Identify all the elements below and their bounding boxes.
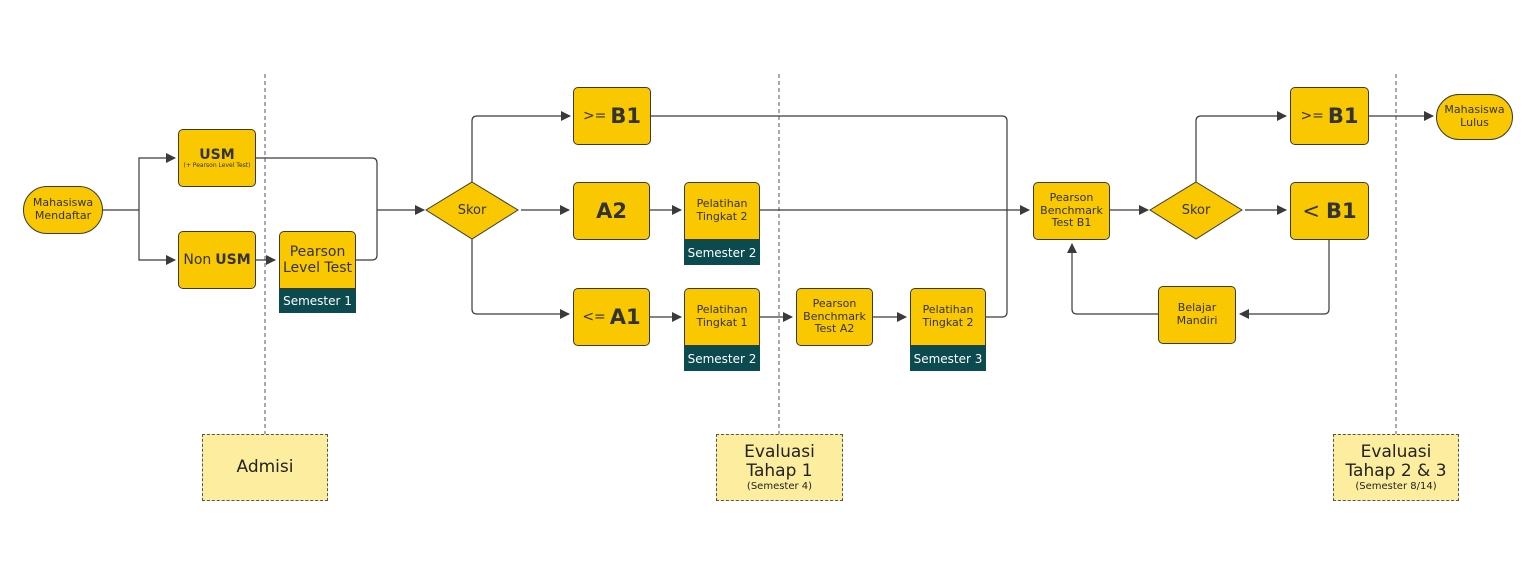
node-non-usm: Non USM [178, 231, 256, 289]
label-op: <= [582, 308, 606, 325]
edge-belajar-pbtb1 [1067, 243, 1158, 315]
label-line: Benchmark [803, 309, 866, 323]
label-level: A1 [609, 304, 641, 329]
label-line: Pelatihan [696, 303, 748, 317]
label-line: Pearson [812, 297, 857, 311]
node-pelatihan-tingkat-2-b: Pelatihan Tingkat 2 [910, 288, 986, 346]
label-line: Pearson [1049, 191, 1094, 205]
label-level: B1 [1327, 103, 1359, 128]
node-lt-b1: < B1 [1290, 182, 1369, 240]
label-line: Belajar [1177, 301, 1217, 315]
label-line: Tingkat 2 [922, 316, 974, 329]
node-usm: USM (+ Pearson Level Test) [178, 129, 256, 187]
edge-pt2b-pbtb1 [986, 210, 1008, 318]
label-op: >= [582, 107, 607, 124]
label-level: B1 [1325, 198, 1357, 223]
label-line: Test A2 [814, 322, 855, 336]
stage-title: Evaluasi [1360, 442, 1432, 463]
semester-badge-3: Semester 3 [910, 346, 986, 371]
label-line: Level Test [283, 260, 352, 276]
label-line: Test B1 [1051, 216, 1092, 230]
label-skor-1: Skor [457, 202, 487, 218]
label-line: Tingkat 2 [696, 210, 748, 223]
edge-skor2-ge2 [1195, 111, 1287, 182]
stage-subtitle: (Semester 4) [746, 480, 813, 492]
edge-usm-merge [256, 157, 378, 210]
edge-plt-merge [356, 210, 378, 261]
edge-split-usm [138, 153, 176, 210]
label-line: Pearson [289, 243, 346, 260]
skor-decision-1 [425, 181, 519, 240]
node-belajar-mandiri: Belajar Mandiri [1158, 286, 1236, 344]
node-pearson-level-test: Pearson Level Test [279, 231, 356, 289]
label-op: >= [1300, 107, 1324, 124]
label-line: Mendaftar [34, 209, 92, 222]
node-mahasiswa-lulus: Mahasiswa Lulus [1436, 94, 1513, 140]
edge-skor1-le [471, 239, 570, 319]
label-level: A2 [596, 198, 627, 223]
label-non: Non [183, 251, 212, 268]
label-line: Benchmark [1040, 203, 1103, 217]
stage-evaluasi-tahap-1: Evaluasi Tahap 1 (Semester 4) [716, 434, 843, 501]
label-level: B1 [610, 103, 642, 128]
stage-admisi: Admisi [202, 434, 328, 501]
edge-skor1-ge [471, 111, 571, 182]
node-mahasiswa-mendaftar: Mahasiswa Mendaftar [23, 186, 103, 234]
stage-evaluasi-tahap-2-3: Evaluasi Tahap 2 & 3 (Semester 8/14) [1333, 434, 1459, 501]
semester-badge-1: Semester 1 [279, 289, 356, 313]
label-line: Pelatihan [696, 197, 748, 211]
stage-title: Evaluasi [744, 442, 815, 463]
semester-badge-2a: Semester 2 [684, 240, 760, 265]
label-line: Mahasiswa [32, 196, 94, 210]
label-non-usm: USM [215, 251, 251, 268]
node-ge-b1: >= B1 [573, 87, 651, 145]
label-usm: USM [199, 146, 235, 163]
edge-ge-pbtb1 [651, 115, 1008, 210]
node-a2: A2 [573, 182, 650, 240]
node-pearson-benchmark-b1: Pearson Benchmark Test B1 [1033, 182, 1110, 240]
edge-lt-belajar [1239, 240, 1330, 319]
node-le-a1: <= A1 [573, 288, 650, 346]
label-usm-sub: (+ Pearson Level Test) [183, 161, 251, 169]
label-op: < [1302, 198, 1320, 223]
node-pelatihan-tingkat-2-a: Pelatihan Tingkat 2 [684, 182, 760, 240]
semester-badge-2b: Semester 2 [684, 346, 760, 371]
node-pearson-benchmark-a2: Pearson Benchmark Test A2 [796, 288, 873, 346]
node-pelatihan-tingkat-1: Pelatihan Tingkat 1 [684, 288, 760, 346]
stage-title: Tahap 1 [746, 461, 813, 481]
edge-split-nonusm [138, 210, 176, 265]
skor-decision-2 [1149, 181, 1243, 240]
label-line: Mahasiswa [1444, 103, 1505, 117]
label-line: Mandiri [1176, 314, 1218, 327]
label-line: Lulus [1460, 116, 1489, 129]
label-skor-2: Skor [1181, 202, 1211, 218]
stage-title: Admisi [236, 457, 294, 478]
stage-subtitle: (Semester 8/14) [1355, 480, 1437, 492]
label-line: Tingkat 1 [696, 316, 748, 329]
node-ge-b1-final: >= B1 [1290, 87, 1369, 145]
stage-title: Tahap 2 & 3 [1345, 461, 1447, 481]
label-line: Pelatihan [922, 303, 974, 317]
